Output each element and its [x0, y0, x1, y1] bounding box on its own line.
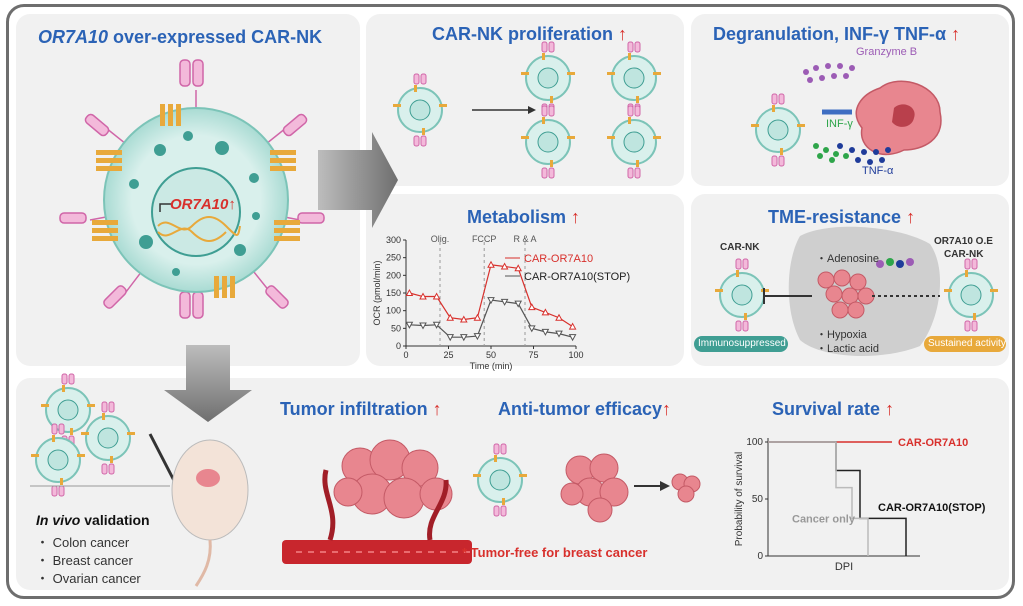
ocr-point [541, 328, 550, 336]
ocr-point [568, 322, 577, 330]
invivo-illustration [30, 373, 249, 587]
ocr-x-tick-label: 75 [528, 350, 538, 360]
ocr-point [446, 313, 455, 321]
degranulation-illustration [750, 63, 942, 167]
ocr-point [500, 262, 509, 270]
main-title-rest: over-expressed CAR-NK [108, 27, 323, 47]
ocr-point [419, 322, 427, 330]
invivo-rest: validation [80, 512, 150, 528]
survival-label-or7a10: CAR-OR7A10 [898, 437, 968, 449]
ocr-y-tick-label: 300 [386, 235, 401, 245]
survival-x-axis-label: DPI [835, 561, 853, 573]
ocr-x-tick-label: 25 [443, 350, 453, 360]
ocr-point [514, 300, 523, 308]
ocr-point [487, 297, 495, 305]
ocr-point [432, 292, 441, 300]
ocr-point [527, 303, 536, 311]
ocr-y-tick-label: 150 [386, 288, 401, 298]
ocr-y-tick-label: 250 [386, 253, 401, 263]
tme-right-cell-label-2: CAR-NK [944, 249, 984, 260]
tme-right-cell-label-1: OR7A10 O.E [934, 236, 993, 247]
ocr-point [473, 333, 482, 341]
sustained-activity-badge: Sustained activity [928, 338, 1006, 349]
invivo-italic: In vivo [36, 512, 81, 528]
survival-y-tick-label: 0 [757, 551, 763, 562]
antitumor-illustration [472, 443, 701, 523]
ocr-y-tick-label: 50 [391, 323, 401, 333]
ocr-point [432, 321, 441, 329]
survival-y-tick-label: 50 [752, 494, 764, 505]
ocr-x-tick-label: 100 [568, 350, 583, 360]
gene-name: OR7A10 [38, 27, 109, 47]
ocr-point [555, 313, 563, 321]
survival-y-tick-label: 100 [746, 437, 763, 448]
ocr-point [527, 325, 536, 333]
infiltration-illustration [282, 439, 472, 564]
ocr-point [514, 264, 523, 272]
survival-title: Survival rate ↑ [772, 399, 895, 419]
degranulation-title: Degranulation, INF-γ TNF-α ↑ [713, 24, 961, 44]
metabolism-title: Metabolism ↑ [467, 207, 581, 227]
ocr-y-tick-label: 200 [386, 270, 401, 280]
arrow-to-right-panels [318, 132, 398, 228]
proliferation-title: CAR-NK proliferation ↑ [432, 24, 628, 44]
ocr-injection-label: FCCP [472, 234, 497, 244]
ocr-x-tick-label: 50 [486, 350, 496, 360]
ocr-point [473, 313, 482, 321]
ocr-y-tick-label: 0 [396, 341, 401, 351]
ocr-y-axis-label: OCR (pmol/min) [372, 260, 382, 325]
ocr-point [405, 288, 414, 296]
cancer-item-breast: ・ Breast cancer [36, 553, 133, 568]
degranulation-panel [691, 14, 1009, 186]
tumor-free-note: * Tumor-free for breast cancer [462, 545, 648, 560]
main-panel-title: OR7A10 over-expressed CAR-NK [38, 27, 322, 48]
ocr-point [487, 260, 495, 268]
tnfa-label: TNF-α [862, 165, 894, 177]
survival-y-axis-label: Probability of survival [734, 452, 745, 546]
survival-label-stop: CAR-OR7A10(STOP) [878, 502, 986, 514]
ocr-x-axis-label: Time (min) [470, 361, 513, 371]
ocr-point [459, 315, 468, 323]
ocr-y-tick-label: 100 [386, 306, 401, 316]
ocr-point [405, 321, 414, 329]
ocr-legend-label: CAR-OR7A10 [524, 253, 593, 265]
ocr-point [459, 334, 468, 342]
proliferation-cells [393, 41, 662, 179]
ocr-x-tick-label: 0 [403, 350, 408, 360]
immunosuppressed-badge: Immunosuppressed [698, 338, 786, 349]
arrow-to-bottom-panel [164, 345, 252, 422]
gene-label: OR7A10↑ [170, 196, 236, 213]
ocr-point [446, 334, 455, 342]
cancer-item-ovarian: ・ Ovarian cancer [36, 571, 141, 586]
ocr-point [555, 330, 563, 338]
ocr-legend-label: CAR-OR7A10(STOP) [524, 271, 630, 283]
tme-illustration [694, 226, 1006, 357]
main-car-nk-cell [59, 59, 325, 319]
ocr-injection-label: Olig. [431, 234, 450, 244]
antitumor-title: Anti-tumor efficacy↑ [498, 399, 672, 419]
ocr-injection-label: R & A [513, 234, 536, 244]
infg-label: INF-γ [826, 118, 853, 130]
survival-curve-stop [768, 441, 907, 556]
lactic-label: ・Lactic acid [816, 343, 879, 355]
invivo-title: In vivo validation [36, 512, 150, 528]
ocr-point [568, 334, 577, 342]
cancer-item-colon: ・ Colon cancer [36, 535, 130, 550]
ocr-point [419, 292, 427, 300]
infiltration-title: Tumor infiltration ↑ [280, 399, 442, 419]
adenosine-label: ・Adenosine [816, 253, 879, 265]
tme-title: TME-resistance ↑ [768, 207, 916, 227]
hypoxia-label: ・Hypoxia [816, 329, 867, 341]
survival-label-cancer-only: Cancer only [792, 513, 856, 525]
ocr-point [541, 308, 550, 316]
granzyme-label: Granzyme B [856, 46, 918, 58]
ocr-point [500, 298, 509, 306]
tme-left-cell-label: CAR-NK [720, 242, 760, 253]
survival-curve-cancer-only [768, 441, 869, 556]
